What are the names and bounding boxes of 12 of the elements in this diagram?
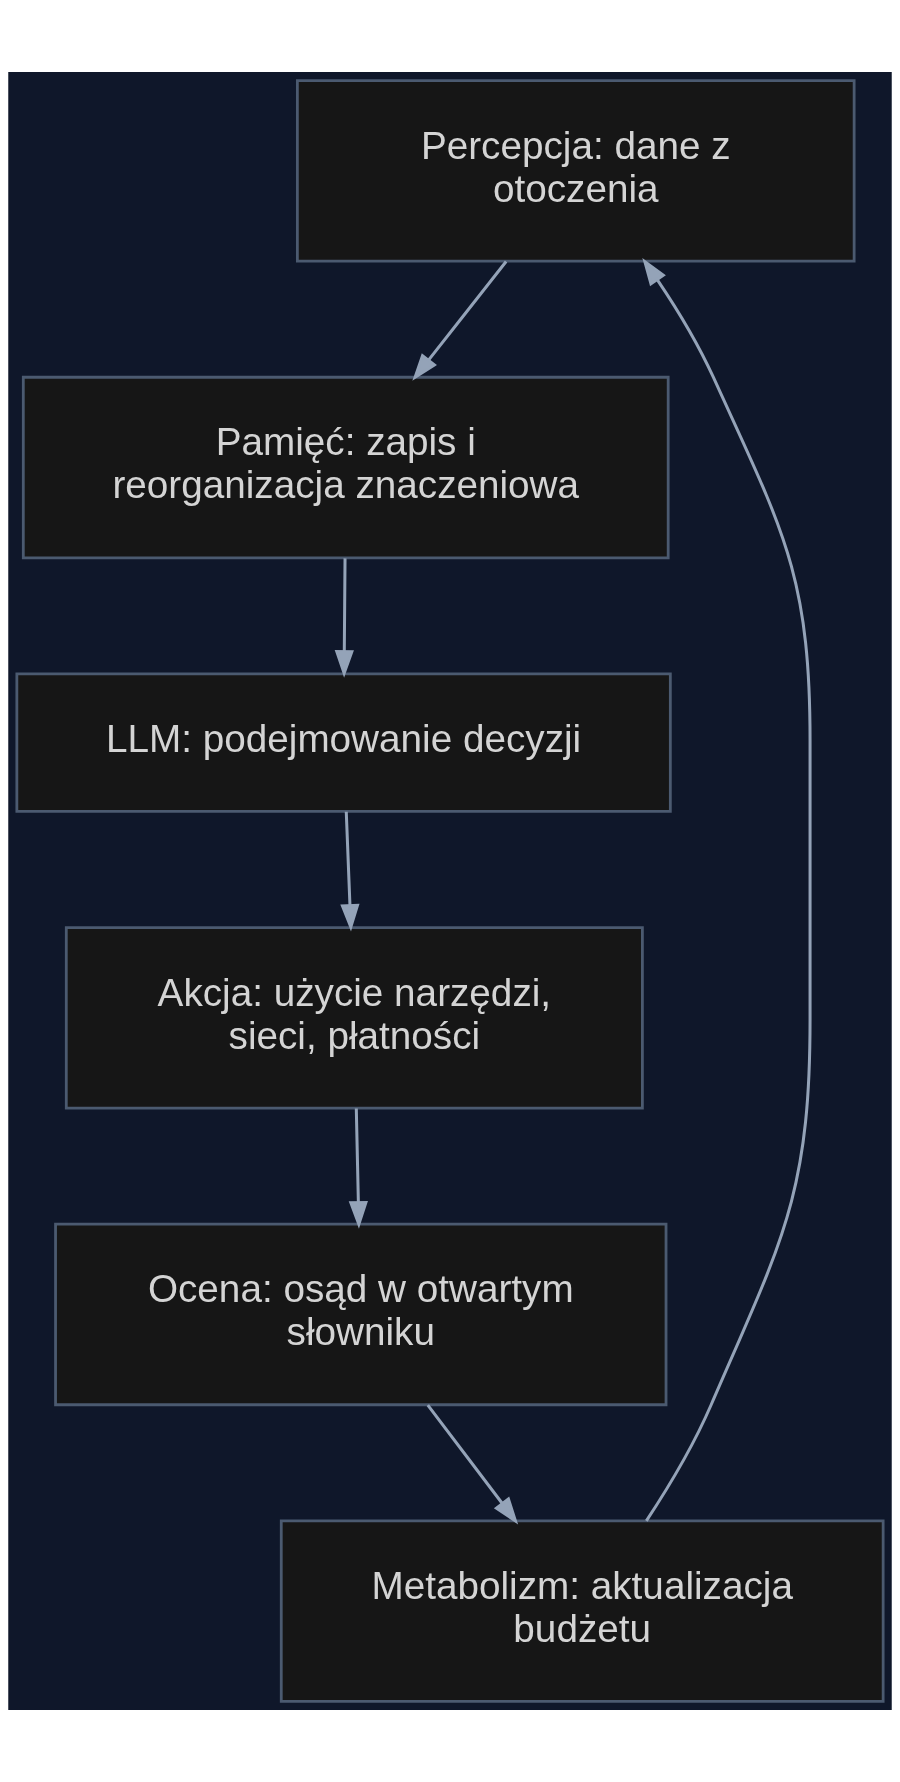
arrow <box>426 1404 519 1525</box>
node-box: Metabolizm: aktualizacja budżetu <box>279 1519 885 1703</box>
node-box: Ocena: osąd w otwartym słowniku <box>54 1222 668 1407</box>
node-box: Akcja: użycie narzędzi, sieci, płatności <box>64 926 644 1110</box>
arrow <box>348 1108 368 1229</box>
arrow <box>340 811 360 932</box>
arrow <box>334 558 354 678</box>
node-box: LLM: podejmowanie decyzji <box>15 672 672 813</box>
arrow <box>412 260 508 381</box>
arrow <box>642 257 812 1522</box>
node-box: Percepcja: dane z otoczenia <box>296 79 856 263</box>
node-box: Pamięć: zapis i reorganizacja znaczeniowa <box>21 375 670 560</box>
